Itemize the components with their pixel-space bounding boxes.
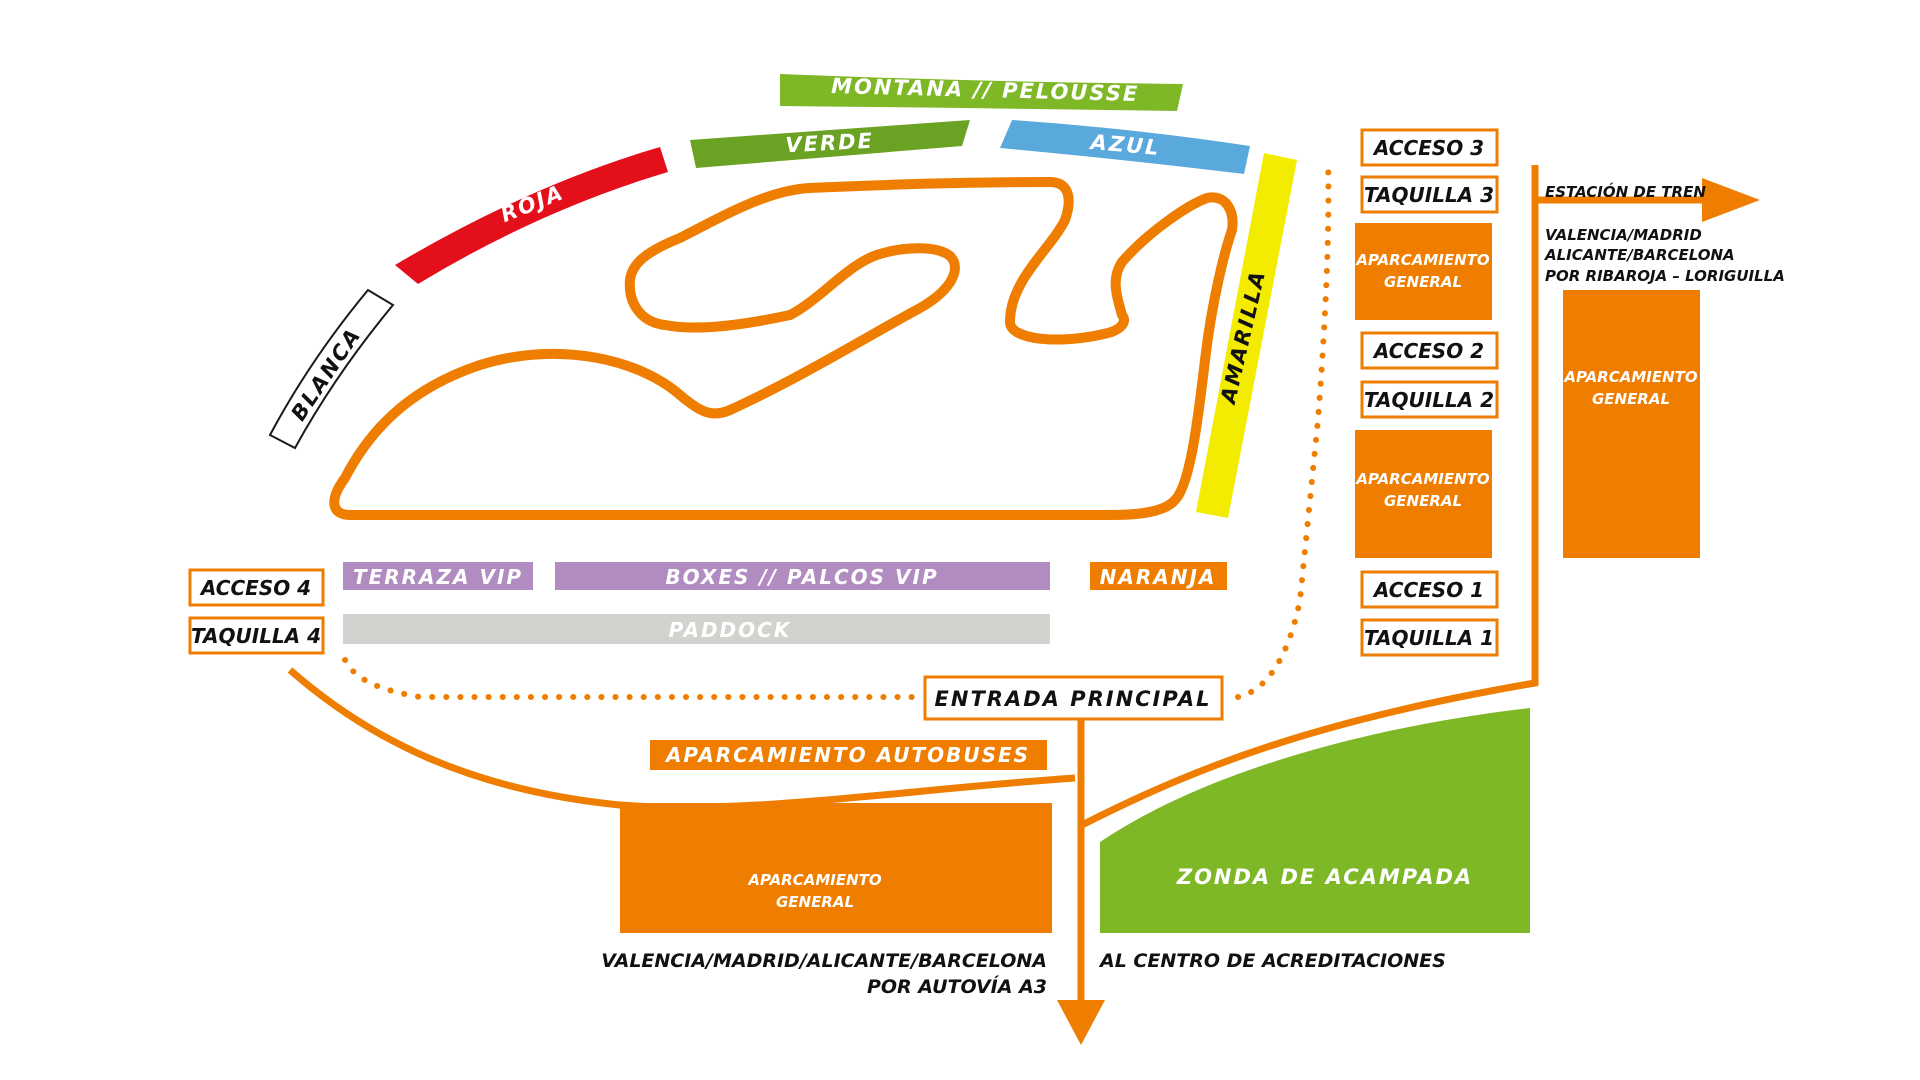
grandstand-blanca[interactable] [268,288,395,450]
parking-general-1[interactable] [1355,223,1492,320]
grandstand-azul[interactable] [1000,120,1250,174]
arrow-south [1057,1000,1105,1045]
parking-general-4-line2: GENERAL [776,893,854,911]
acceso2-label: ACCESO 2 [1372,339,1484,363]
parking-general-3-line2: GENERAL [1592,390,1670,408]
grandstand-montana[interactable] [780,74,1183,111]
parking-general-4[interactable] [620,803,1052,933]
grandstand-roja[interactable] [395,147,668,284]
camping-zone-label: ZONDA DE ACAMPADA [1176,865,1473,889]
taquilla1-label: TAQUILLA 1 [1364,626,1494,650]
grandstand-verde-label: VERDE [785,129,875,158]
taquilla4-label: TAQUILLA 4 [191,624,321,648]
camping-zone[interactable] [1100,708,1530,933]
right-route-line3: POR RIBAROJA – LORIGUILLA [1545,267,1785,285]
parking-general-1-line2: GENERAL [1384,273,1462,291]
parking-general-1-line1: APARCAMIENTO [1355,251,1490,269]
access-box-acceso4[interactable]: ACCESO 4 [188,568,325,607]
acceso4-label: ACCESO 4 [199,576,311,600]
parking-general-2-line1: APARCAMIENTO [1355,470,1490,488]
parking-general-2[interactable] [1355,430,1492,558]
bottom-route-line2: POR AUTOVÍA A3 [867,975,1047,998]
accreditation-label: AL CENTRO DE ACREDITACIONES [1098,950,1446,972]
race-track [329,177,1238,520]
grandstand-blanca-label: BLANCA [286,323,366,425]
station-label: ESTACIÓN DE TREN [1545,182,1706,201]
main-entrance[interactable]: ENTRADA PRINCIPAL [923,675,1224,721]
paddock-label: PADDOCK [669,618,792,642]
access-box-acceso2[interactable]: ACCESO 2 [1360,331,1499,370]
access-box-taquilla2[interactable]: TAQUILLA 2 [1360,380,1499,419]
grandstand-verde[interactable] [690,120,970,168]
grandstand-boxes-label: BOXES // PALCOS VIP [665,565,938,589]
bottom-route-line1: VALENCIA/MADRID/ALICANTE/BARCELONA [601,950,1047,972]
access-box-taquilla1[interactable]: TAQUILLA 1 [1360,618,1499,657]
acceso3-label: ACCESO 3 [1372,136,1484,160]
grandstand-boxes[interactable] [555,562,1050,590]
parking-general-4-line1: APARCAMIENTO [747,871,882,889]
right-route-line1: VALENCIA/MADRID [1545,226,1702,244]
parking-autobuses-label: APARCAMIENTO AUTOBUSES [664,743,1030,767]
grandstand-naranja[interactable] [1090,562,1227,590]
parking-general-3-line1: APARCAMIENTO [1563,368,1698,386]
parking-general-2-line2: GENERAL [1384,492,1462,510]
road-to-station [1080,165,1539,829]
parking-autobuses[interactable] [650,740,1047,770]
right-route-line2: ALICANTE/BARCELONA [1544,246,1735,264]
parking-general-3[interactable] [1563,290,1700,558]
walkway-right [1235,157,1332,700]
grandstand-naranja-label: NARANJA [1100,565,1217,589]
arrow-east [1702,178,1760,222]
walkway-left [342,657,923,700]
grandstand-amarilla[interactable] [1196,153,1297,518]
taquilla2-label: TAQUILLA 2 [1364,388,1494,412]
access-box-taquilla3[interactable]: TAQUILLA 3 [1360,175,1499,214]
grandstand-terraza-vip[interactable] [343,562,533,590]
paddock[interactable] [343,614,1050,644]
taquilla3-label: TAQUILLA 3 [1364,183,1494,207]
acceso1-label: ACCESO 1 [1372,578,1484,602]
access-box-taquilla4[interactable]: TAQUILLA 4 [188,616,325,655]
grandstand-terraza-vip-label: TERRAZA VIP [353,565,523,589]
access-box-acceso1[interactable]: ACCESO 1 [1360,570,1499,609]
access-box-acceso3[interactable]: ACCESO 3 [1360,128,1499,167]
main-entrance-label: ENTRADA PRINCIPAL [935,687,1212,711]
